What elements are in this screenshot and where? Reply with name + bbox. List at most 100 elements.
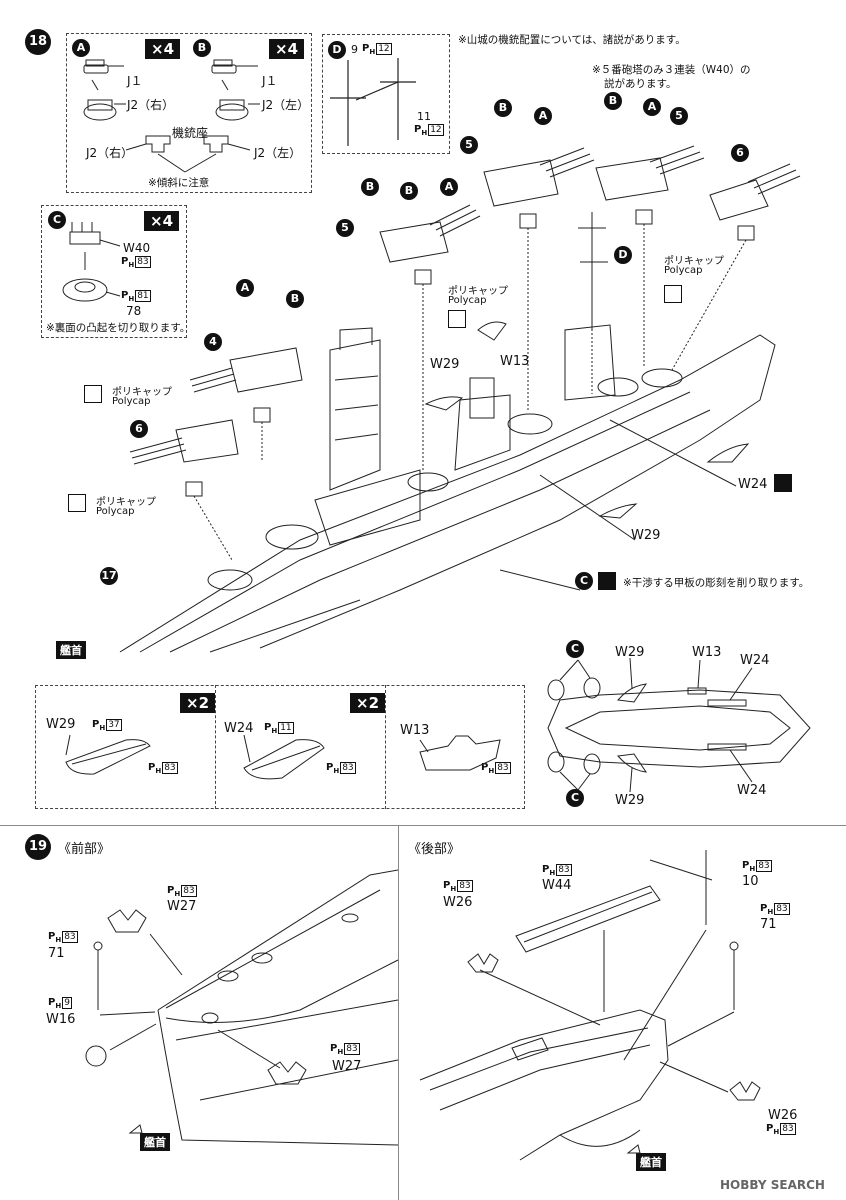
turret-a-badge-3: A xyxy=(440,178,458,196)
sub-c-qty: ×4 xyxy=(144,211,180,231)
section-divider-vertical xyxy=(398,825,399,1200)
turret-b-badge-3: B xyxy=(361,178,379,196)
step-19-badge: 19 xyxy=(25,834,51,860)
turret-5-badge-1: 5 xyxy=(336,219,354,237)
turret-a-badge-1: A xyxy=(534,107,552,125)
polycap-en-4: Polycap xyxy=(96,506,135,517)
subassembly-ab-box xyxy=(66,33,312,193)
boat-w29-label-2: W29 xyxy=(631,528,661,543)
subassembly-d-box xyxy=(322,34,450,154)
turret-b-badge-4: B xyxy=(400,182,418,200)
sub-b-j1: J１ xyxy=(262,74,278,88)
turret-b-badge-5: B xyxy=(286,290,304,308)
turret-5-badge-3: 5 xyxy=(670,107,688,125)
polycap-jp-2: ポリキャップ xyxy=(664,256,724,267)
front-w27a: W27 xyxy=(167,899,197,914)
polycap-icon-4 xyxy=(68,494,86,512)
turret-4-badge: 4 xyxy=(204,333,222,351)
polycap-en-2: Polycap xyxy=(664,265,703,276)
cutback-note: ※裏面の凸起を切り取ります。 xyxy=(46,322,191,334)
plan-w13: W13 xyxy=(692,645,722,660)
polycap-en-3: Polycap xyxy=(112,396,151,407)
watermark: HOBBY SEARCH xyxy=(720,1178,825,1192)
turret-b-badge-1: B xyxy=(494,99,512,117)
sub-a-j1: J１ xyxy=(127,74,143,88)
mast-d-badge: D xyxy=(614,246,632,264)
yamashiro-note: ※山城の機銃配置については、諸説があります。 xyxy=(458,34,686,46)
boat-w29-qty: ×2 xyxy=(180,693,216,713)
boat-w24-label: W24 xyxy=(738,477,768,492)
turret-6-badge-2: 6 xyxy=(130,420,148,438)
boat-box-divider-2 xyxy=(385,685,386,809)
sub-a-j2: J2（右） xyxy=(127,98,175,112)
sub-d-badge: D xyxy=(328,41,346,59)
polycap-icon-1 xyxy=(448,310,466,328)
mg-base-right: J2（左） xyxy=(254,146,302,160)
sub-b-badge: B xyxy=(193,39,211,57)
sub-d-part11: 11 xyxy=(417,110,431,123)
polycap-jp-3: ポリキャップ xyxy=(112,387,172,398)
polycap-en-1: Polycap xyxy=(448,295,487,306)
polycap-jp-1: ポリキャップ xyxy=(448,286,508,297)
polycap-jp-4: ポリキャップ xyxy=(96,497,156,508)
sub-c-part78: 78 xyxy=(126,304,142,318)
plan-w24-top: W24 xyxy=(740,653,770,668)
mg-base-left: J2（右） xyxy=(86,146,134,160)
front-71: 71 xyxy=(48,946,65,961)
subassembly-c-box xyxy=(41,205,187,338)
front-title: 《前部》 xyxy=(58,842,111,857)
turret-c-badge: C xyxy=(575,572,593,590)
step-17-badge: 17 xyxy=(100,567,118,585)
plan-w29-bottom: W29 xyxy=(615,793,645,808)
sub-b-j2: J2（左） xyxy=(262,98,310,112)
flip-icon-2 xyxy=(598,572,616,590)
mg-base-label: 機銃座 xyxy=(172,126,209,140)
boat-box-divider-1 xyxy=(215,685,216,809)
boat-box-w13: W13 xyxy=(400,723,430,738)
boat-box-w29: W29 xyxy=(46,717,76,732)
boat-parts-box xyxy=(35,685,525,809)
boat-box-w24: W24 xyxy=(224,721,254,736)
rear-title: 《後部》 xyxy=(408,842,461,857)
sub-d-part9: 9 xyxy=(351,43,358,56)
turret5-note-1: ※５番砲塔のみ３連装（W40）の xyxy=(592,64,751,76)
sub-a-badge: A xyxy=(72,39,90,57)
deckcut-note: ※干渉する甲板の彫刻を削り取ります。 xyxy=(623,577,810,589)
turret-a-badge-4: A xyxy=(236,279,254,297)
rear-10: 10 xyxy=(742,874,759,889)
rear-w26a: W26 xyxy=(443,895,473,910)
angle-note: ※傾斜に注意 xyxy=(148,177,210,189)
bow-tag-rear: 艦首 xyxy=(636,1153,666,1171)
flip-icon-1 xyxy=(774,474,792,492)
turret-b-badge-2: B xyxy=(604,92,622,110)
bow-tag-18: 艦首 xyxy=(56,641,86,659)
front-w27b: W27 xyxy=(332,1059,362,1074)
front-w16: W16 xyxy=(46,1012,76,1027)
polycap-icon-3 xyxy=(84,385,102,403)
plan-w29-top: W29 xyxy=(615,645,645,660)
turret-6-badge-1: 6 xyxy=(731,144,749,162)
rear-71: 71 xyxy=(760,917,777,932)
section-divider-horizontal xyxy=(0,825,846,826)
sub-c-badge: C xyxy=(48,211,66,229)
